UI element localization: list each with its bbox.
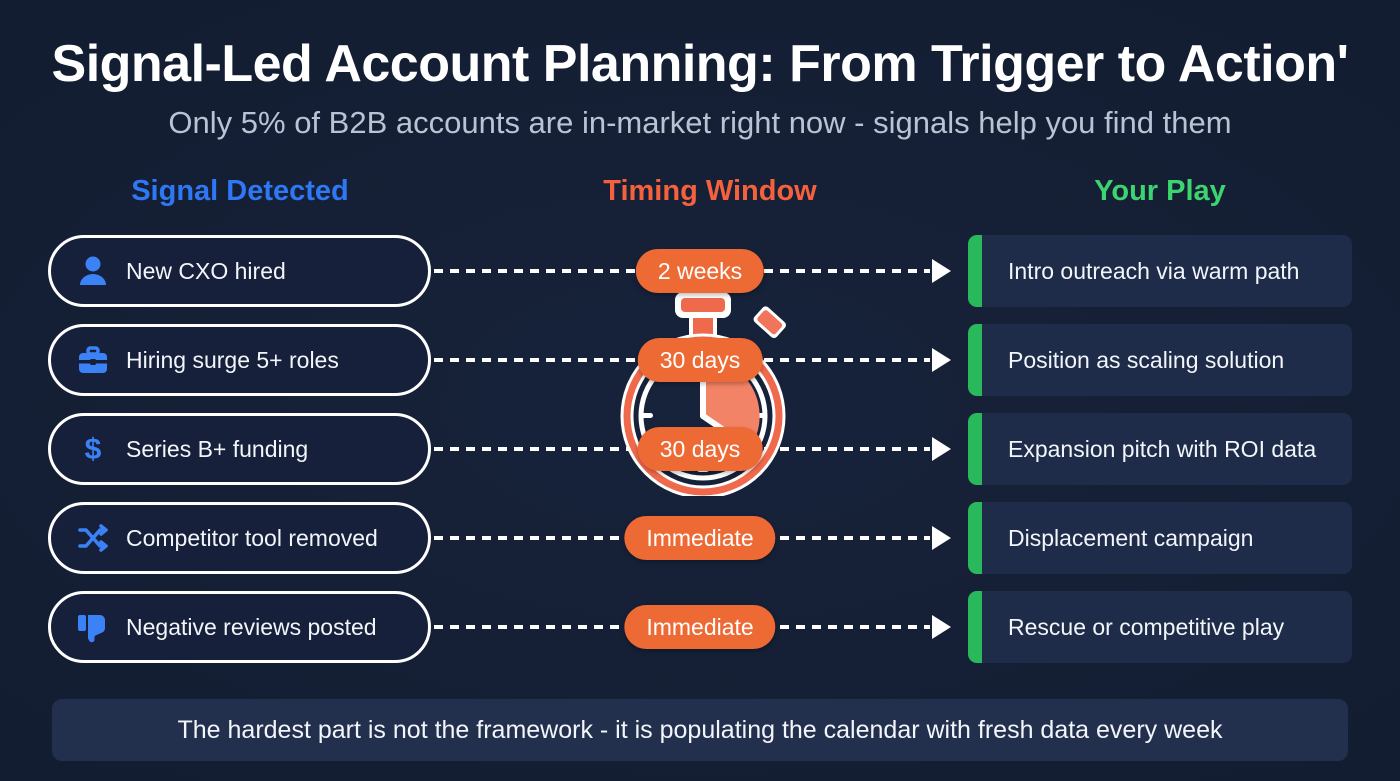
- table-row: New CXO hired 2 weeks Intro outreach via…: [0, 235, 1400, 307]
- play-card[interactable]: Expansion pitch with ROI data: [968, 413, 1352, 485]
- timing-badge[interactable]: 2 weeks: [635, 249, 765, 293]
- play-accent-bar: [968, 413, 982, 485]
- play-label: Intro outreach via warm path: [1008, 257, 1300, 284]
- signal-pill[interactable]: Hiring surge 5+ roles: [48, 324, 431, 396]
- signal-label: Competitor tool removed: [126, 524, 378, 551]
- connector-dashed-left: [434, 625, 638, 629]
- arrow-right-icon: [932, 348, 951, 372]
- connector-dashed-left: [434, 536, 638, 540]
- play-label: Rescue or competitive play: [1008, 613, 1285, 640]
- connector-dashed-right: [764, 447, 930, 451]
- signal-pill[interactable]: Negative reviews posted: [48, 591, 431, 663]
- column-header-signal: Signal Detected: [131, 175, 349, 207]
- timing-badge[interactable]: 30 days: [637, 338, 763, 382]
- play-accent-bar: [968, 324, 982, 396]
- shuffle-icon: [76, 521, 110, 555]
- page-subtitle: Only 5% of B2B accounts are in-market ri…: [168, 105, 1232, 140]
- signal-label: Series B+ funding: [126, 435, 309, 462]
- footer-text: The hardest part is not the framework - …: [177, 715, 1223, 744]
- connector-dashed-left: [434, 269, 638, 273]
- signal-pill[interactable]: Competitor tool removed: [48, 502, 431, 574]
- column-header-timing: Timing Window: [603, 175, 817, 207]
- page-title: Signal-Led Account Planning: From Trigge…: [51, 35, 1349, 93]
- connector-dashed-right: [764, 358, 930, 362]
- arrow-right-icon: [932, 615, 951, 639]
- table-row: Negative reviews posted Immediate Rescue…: [0, 591, 1400, 663]
- play-card[interactable]: Rescue or competitive play: [968, 591, 1352, 663]
- table-row: $ Series B+ funding 30 days Expansion pi…: [0, 413, 1400, 485]
- signal-label: New CXO hired: [126, 257, 286, 284]
- play-card[interactable]: Displacement campaign: [968, 502, 1352, 574]
- play-label: Displacement campaign: [1008, 524, 1254, 551]
- connector-dashed-left: [434, 447, 638, 451]
- play-accent-bar: [968, 591, 982, 663]
- signal-label: Negative reviews posted: [126, 613, 377, 640]
- timing-badge[interactable]: 30 days: [637, 427, 763, 471]
- connector-dashed-right: [764, 269, 930, 273]
- arrow-right-icon: [932, 437, 951, 461]
- play-label: Position as scaling solution: [1008, 346, 1285, 373]
- connector-dashed-right: [764, 625, 930, 629]
- play-card[interactable]: Position as scaling solution: [968, 324, 1352, 396]
- footer-banner: The hardest part is not the framework - …: [52, 699, 1348, 761]
- signal-pill[interactable]: $ Series B+ funding: [48, 413, 431, 485]
- timing-badge[interactable]: Immediate: [624, 605, 776, 649]
- play-accent-bar: [968, 235, 982, 307]
- arrow-right-icon: [932, 259, 951, 283]
- connector-dashed-left: [434, 358, 638, 362]
- signal-label: Hiring surge 5+ roles: [126, 346, 339, 373]
- table-row: Competitor tool removed Immediate Displa…: [0, 502, 1400, 574]
- connector-dashed-right: [764, 536, 930, 540]
- person-icon: [76, 254, 110, 288]
- column-header-play: Your Play: [1094, 175, 1226, 207]
- play-accent-bar: [968, 502, 982, 574]
- arrow-right-icon: [932, 526, 951, 550]
- dollar-icon: $: [76, 432, 110, 466]
- briefcase-icon: [76, 343, 110, 377]
- table-row: Hiring surge 5+ roles 30 days Position a…: [0, 324, 1400, 396]
- play-card[interactable]: Intro outreach via warm path: [968, 235, 1352, 307]
- signal-pill[interactable]: New CXO hired: [48, 235, 431, 307]
- svg-text:$: $: [85, 433, 102, 466]
- timing-badge[interactable]: Immediate: [624, 516, 776, 560]
- play-label: Expansion pitch with ROI data: [1008, 435, 1317, 462]
- thumbs-down-icon: [76, 610, 110, 644]
